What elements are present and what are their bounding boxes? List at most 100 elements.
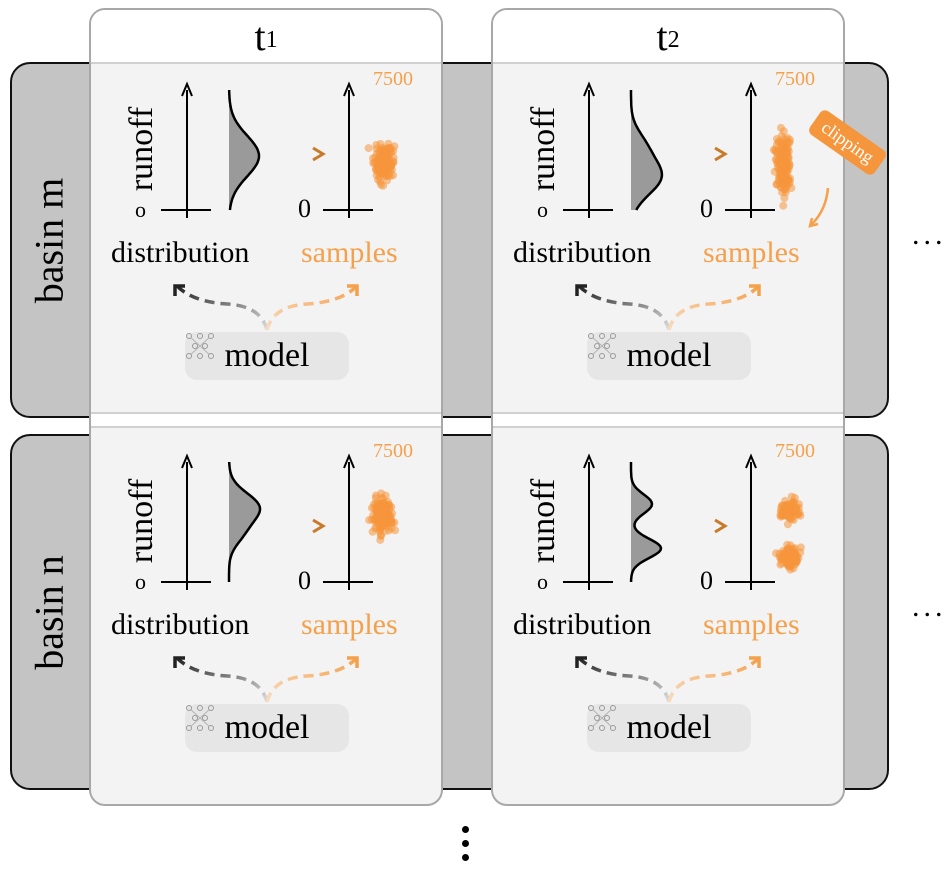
model-to-samples-arrow — [667, 656, 761, 703]
sample-point — [783, 133, 792, 142]
clipping-arrow — [808, 187, 830, 228]
cell-divider — [91, 412, 441, 428]
sample-point — [373, 161, 382, 170]
sample-point — [364, 144, 373, 153]
sample-point — [777, 123, 785, 132]
sample-point — [787, 492, 796, 501]
col-sub: 2 — [667, 26, 680, 53]
runoff-text: runoff — [525, 478, 563, 564]
col-label: t — [254, 13, 266, 59]
row-label-text: basin n — [26, 554, 72, 670]
samples-zero-label: 0 — [298, 194, 311, 223]
dist-curve — [227, 461, 262, 582]
model-to-distribution-arrow — [175, 656, 269, 703]
sample-point — [796, 543, 805, 552]
samples-label: samples — [703, 236, 800, 269]
dist-axis-arrowhead — [583, 453, 595, 469]
dist-fill — [631, 90, 662, 210]
neural-net-icon — [588, 705, 616, 731]
model-box: model — [587, 704, 751, 752]
distribution-label: distribution — [513, 236, 652, 269]
sample-point — [779, 152, 788, 161]
sample-point — [387, 524, 396, 533]
samples-label: samples — [301, 236, 398, 269]
dist-curve — [629, 462, 663, 582]
sample-point — [374, 155, 383, 164]
samples-max-label: 7500 — [373, 68, 413, 90]
arrowhead — [347, 284, 359, 296]
sample-point — [793, 510, 802, 519]
arrowhead — [575, 284, 587, 296]
dist-curve — [629, 90, 664, 211]
dist-axis-arrowhead — [583, 81, 595, 97]
samples-zero-label: 0 — [298, 566, 311, 595]
dist-zero-label: o — [537, 569, 548, 594]
sample-point — [368, 527, 377, 536]
sample-point — [375, 173, 384, 182]
sample-point — [784, 147, 793, 156]
model-label: model — [626, 337, 712, 374]
sample-point — [381, 159, 390, 168]
samples-axis-arrowhead — [745, 81, 757, 97]
runoff-axis-label: runoff — [519, 456, 569, 586]
row-label-basin-n: basin n — [10, 434, 88, 790]
model-to-samples-arrow — [667, 284, 761, 331]
cell-n-t1: runoff o 0 7500 distribution samples mod… — [91, 436, 441, 776]
model-label: model — [224, 337, 310, 374]
cell-graphics — [161, 453, 400, 703]
samples-scatter — [365, 489, 400, 544]
cell-n-t2: runoff o 0 7500 distribution samples mod… — [493, 436, 843, 776]
sampling-arrowhead — [714, 518, 728, 534]
sample-point — [376, 531, 385, 540]
sample-point — [769, 145, 778, 154]
sample-point — [776, 143, 785, 152]
runoff-text: runoff — [123, 106, 161, 192]
runoff-axis-label: runoff — [519, 84, 569, 214]
sample-point — [784, 502, 793, 511]
arrowhead — [347, 656, 359, 668]
sample-point — [378, 517, 387, 526]
runoff-text: runoff — [525, 106, 563, 192]
runoff-axis-label: runoff — [117, 84, 167, 214]
sample-point — [784, 512, 792, 520]
dist-curve — [227, 90, 261, 211]
sample-point — [382, 148, 391, 157]
dist-fill — [631, 462, 661, 582]
sample-point — [378, 509, 387, 518]
row-label-text: basin m — [26, 177, 72, 303]
model-box: model — [587, 332, 751, 380]
arrowhead — [749, 656, 761, 668]
cell-graphics — [563, 81, 796, 331]
col-sub: 1 — [265, 26, 278, 53]
cell-graphics — [563, 453, 805, 703]
dist-axis-arrowhead — [181, 453, 193, 469]
arrowhead — [575, 656, 587, 668]
sample-point — [775, 158, 784, 167]
samples-max-label: 7500 — [775, 440, 815, 462]
runoff-axis-label: runoff — [117, 456, 167, 586]
dist-zero-label: o — [537, 197, 548, 222]
sample-point — [776, 560, 785, 569]
distribution-label: distribution — [111, 608, 250, 641]
model-to-samples-arrow — [265, 284, 359, 331]
samples-max-label: 7500 — [373, 440, 413, 462]
model-box: model — [185, 332, 349, 380]
sample-point — [386, 512, 395, 521]
sample-point — [777, 168, 786, 177]
ellipsis-bottom — [462, 826, 472, 868]
dist-zero-label: o — [135, 569, 146, 594]
model-to-distribution-arrow — [175, 284, 269, 331]
model-label: model — [626, 709, 712, 746]
sampling-arrowhead — [714, 146, 728, 162]
sample-point — [375, 501, 384, 510]
arrowhead — [173, 284, 185, 296]
sample-point — [387, 518, 396, 527]
sample-point — [772, 180, 781, 189]
model-to-distribution-arrow — [577, 284, 671, 331]
samples-max-label: 7500 — [775, 68, 815, 90]
samples-axis-arrowhead — [745, 453, 757, 469]
dist-fill — [229, 462, 260, 582]
samples-label: samples — [301, 608, 398, 641]
